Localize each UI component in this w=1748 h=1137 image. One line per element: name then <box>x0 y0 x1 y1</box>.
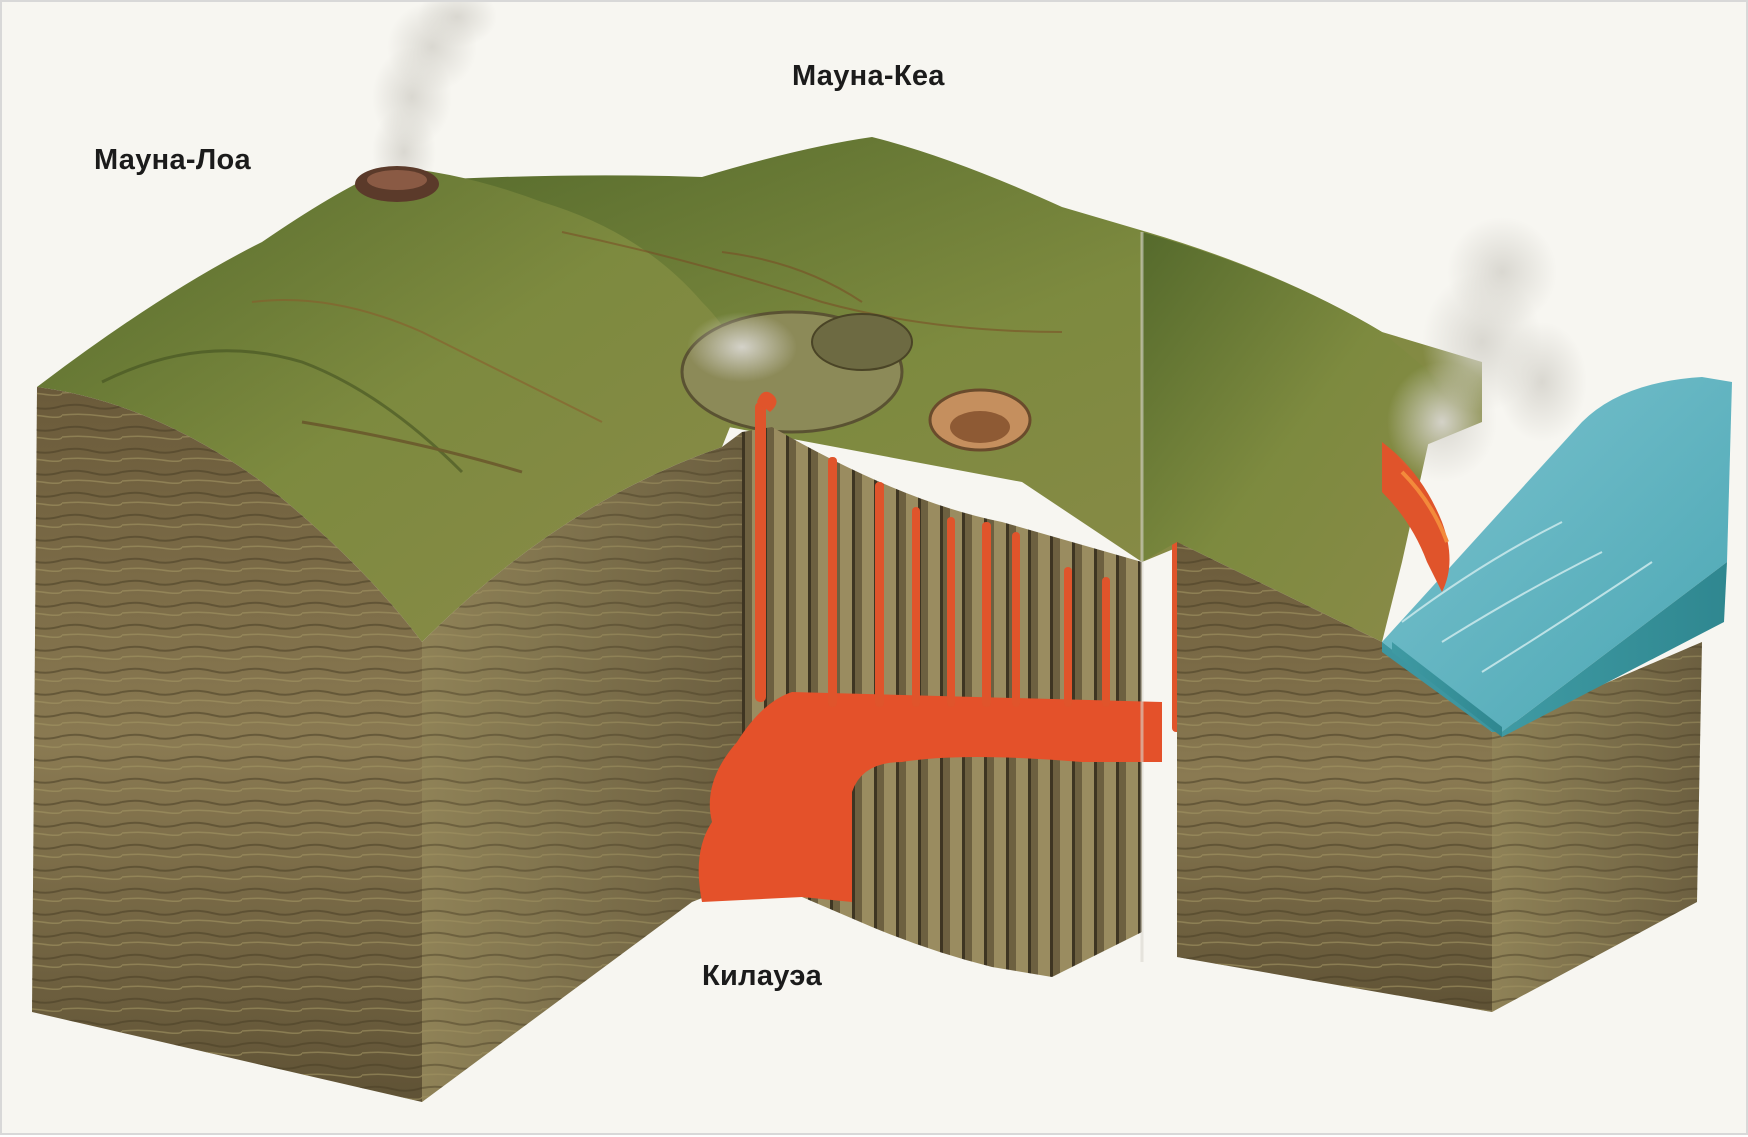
kilauea-label: Килауэа <box>702 960 822 993</box>
mauna-loa-label: Мауна-Лоа <box>94 144 251 177</box>
mauna-kea-label: Мауна-Кеа <box>792 60 945 93</box>
